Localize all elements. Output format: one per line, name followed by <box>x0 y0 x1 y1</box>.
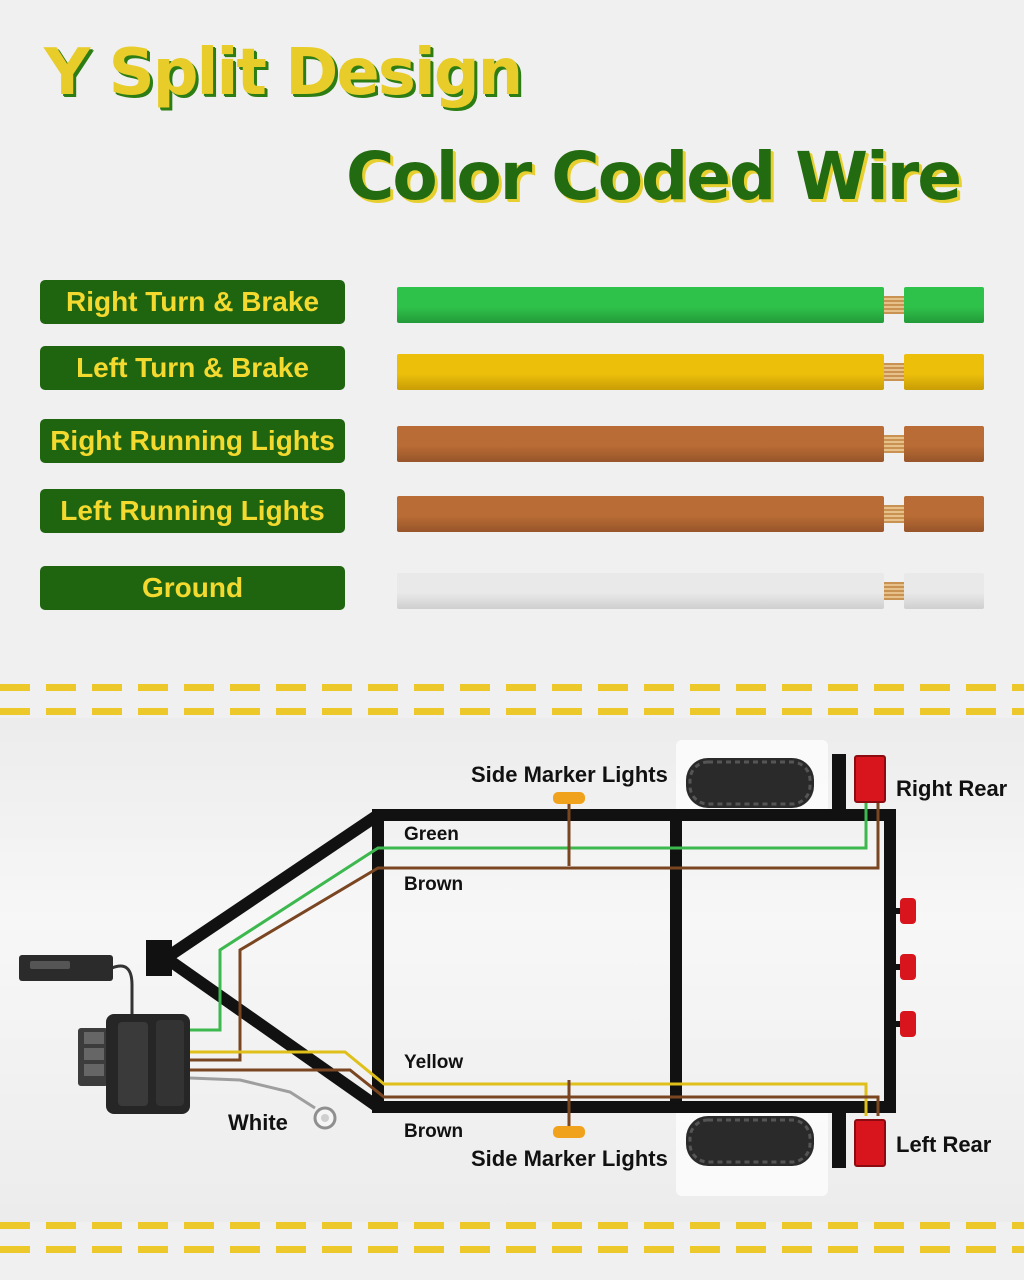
brown-wire-top-run <box>190 800 880 1062</box>
dash-divider-top-2 <box>0 708 1024 715</box>
side-marker-lamp-top <box>553 792 585 804</box>
label-wire-white: White <box>228 1110 288 1135</box>
label-right-running-lights: Right Running Lights <box>40 419 345 463</box>
left-rear-lamp <box>854 1119 886 1167</box>
wire-green <box>397 287 984 323</box>
trailer-frame <box>162 809 896 1113</box>
label-right-rear: Right Rear <box>896 776 1008 801</box>
wire-white <box>397 573 984 609</box>
label-left-rear: Left Rear <box>896 1132 992 1157</box>
label-left-running-lights: Left Running Lights <box>40 489 345 533</box>
wire-brown-left <box>397 496 984 532</box>
brown-wire-bottom-run <box>190 1068 880 1116</box>
label-wire-green: Green <box>404 824 459 845</box>
trailer-hitch <box>146 940 172 976</box>
label-side-marker-bottom: Side Marker Lights <box>471 1146 668 1171</box>
title-y-split-design: Y Split Design <box>44 36 523 110</box>
label-wire-brown-top: Brown <box>404 874 463 895</box>
dash-divider-bottom-1 <box>0 1222 1024 1229</box>
ground-ring-terminal <box>313 1106 337 1130</box>
dash-divider-top-1 <box>0 684 1024 691</box>
four-way-connector <box>19 955 190 1114</box>
label-right-turn-brake: Right Turn & Brake <box>40 280 345 324</box>
label-left-turn-brake: Left Turn & Brake <box>40 346 345 390</box>
wire-yellow <box>397 354 984 390</box>
wheel-bottom <box>676 1108 828 1196</box>
rear-clearance-lamps <box>892 898 916 1037</box>
side-marker-lamp-bottom <box>553 1126 585 1138</box>
green-wire-run <box>190 800 868 1032</box>
wheel-top <box>676 740 828 818</box>
dash-divider-bottom-2 <box>0 1246 1024 1253</box>
white-wire-run <box>189 1076 316 1110</box>
axle-bar-bottom <box>832 1112 846 1168</box>
right-rear-lamp <box>854 755 886 803</box>
wire-brown-right <box>397 426 984 462</box>
label-ground: Ground <box>40 566 345 610</box>
axle-bar-top <box>832 754 846 810</box>
title-color-coded-wire: Color Coded Wire <box>346 138 962 215</box>
label-wire-yellow: Yellow <box>404 1052 463 1073</box>
label-side-marker-top: Side Marker Lights <box>471 762 668 787</box>
yellow-wire-run <box>190 1050 868 1116</box>
wiring-harness <box>111 800 880 1128</box>
label-wire-brown-bottom: Brown <box>404 1121 463 1142</box>
